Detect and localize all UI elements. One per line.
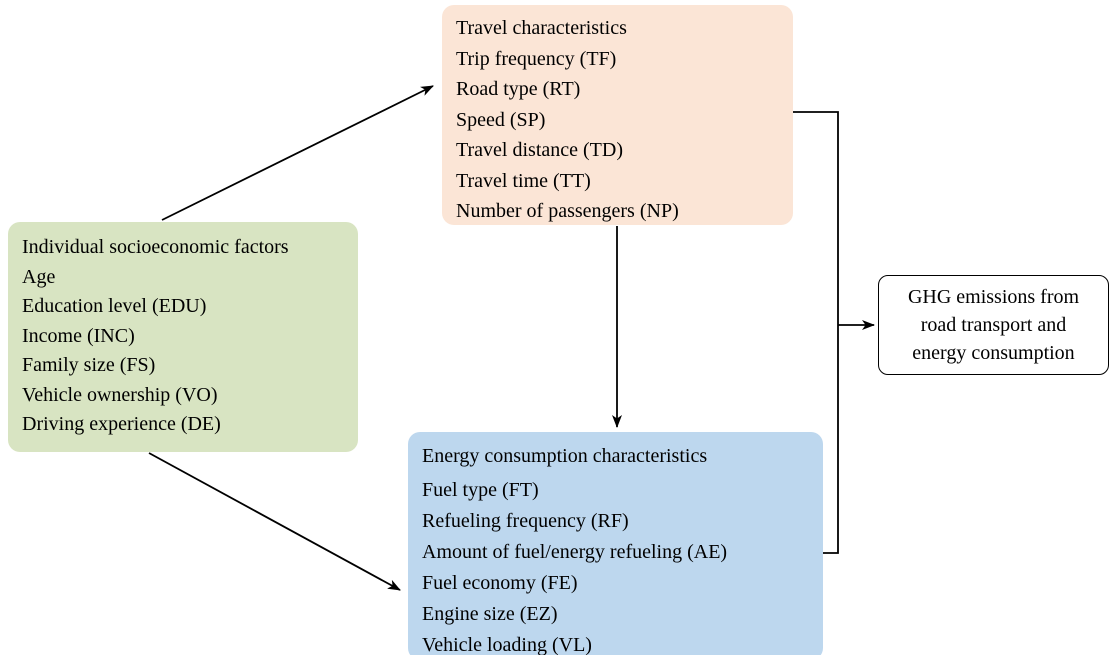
socioeconomic-item: Income (INC) [22, 324, 135, 347]
socioeconomic-factors-box: Individual socioeconomic factors Age Edu… [8, 222, 358, 452]
socioeconomic-item: Vehicle ownership (VO) [22, 383, 218, 406]
energy-item: Fuel type (FT) [422, 479, 539, 501]
arrow-socio-to-energy [148, 452, 401, 591]
energy-box-title: Energy consumption characteristics [422, 445, 708, 467]
travel-item: Trip frequency (TF) [456, 47, 617, 70]
travel-item: Road type (RT) [456, 78, 581, 100]
energy-item: Engine size (EZ) [422, 603, 558, 625]
socioeconomic-box-title: Individual socioeconomic factors [22, 236, 289, 258]
socioeconomic-item: Driving experience (DE) [22, 413, 221, 435]
travel-item: Speed (SP) [456, 108, 546, 131]
travel-characteristics-box: Travel characteristics Trip frequency (T… [442, 5, 793, 225]
socioeconomic-item: Education level (EDU) [22, 295, 207, 317]
energy-item: Amount of fuel/energy refueling (AE) [422, 541, 728, 563]
socioeconomic-item: Age [22, 265, 56, 288]
ghg-outcome-box: GHG emissions from road transport and en… [878, 275, 1109, 375]
energy-item: Refueling frequency (RF) [422, 510, 629, 532]
travel-item: Travel distance (TD) [456, 139, 623, 161]
arrow-socio-to-travel [161, 85, 434, 221]
travel-box-title: Travel characteristics [456, 17, 627, 39]
energy-consumption-box: Energy consumption characteristics Fuel … [408, 432, 823, 655]
ghg-outcome-text: GHG emissions from road transport and en… [907, 286, 1080, 364]
socioeconomic-item: Family size (FS) [22, 354, 156, 376]
energy-item: Fuel economy (FE) [422, 572, 578, 594]
travel-item: Number of passengers (NP) [456, 200, 679, 222]
travel-item: Travel time (TT) [456, 169, 591, 192]
energy-item: Vehicle loading (VL) [422, 634, 592, 655]
